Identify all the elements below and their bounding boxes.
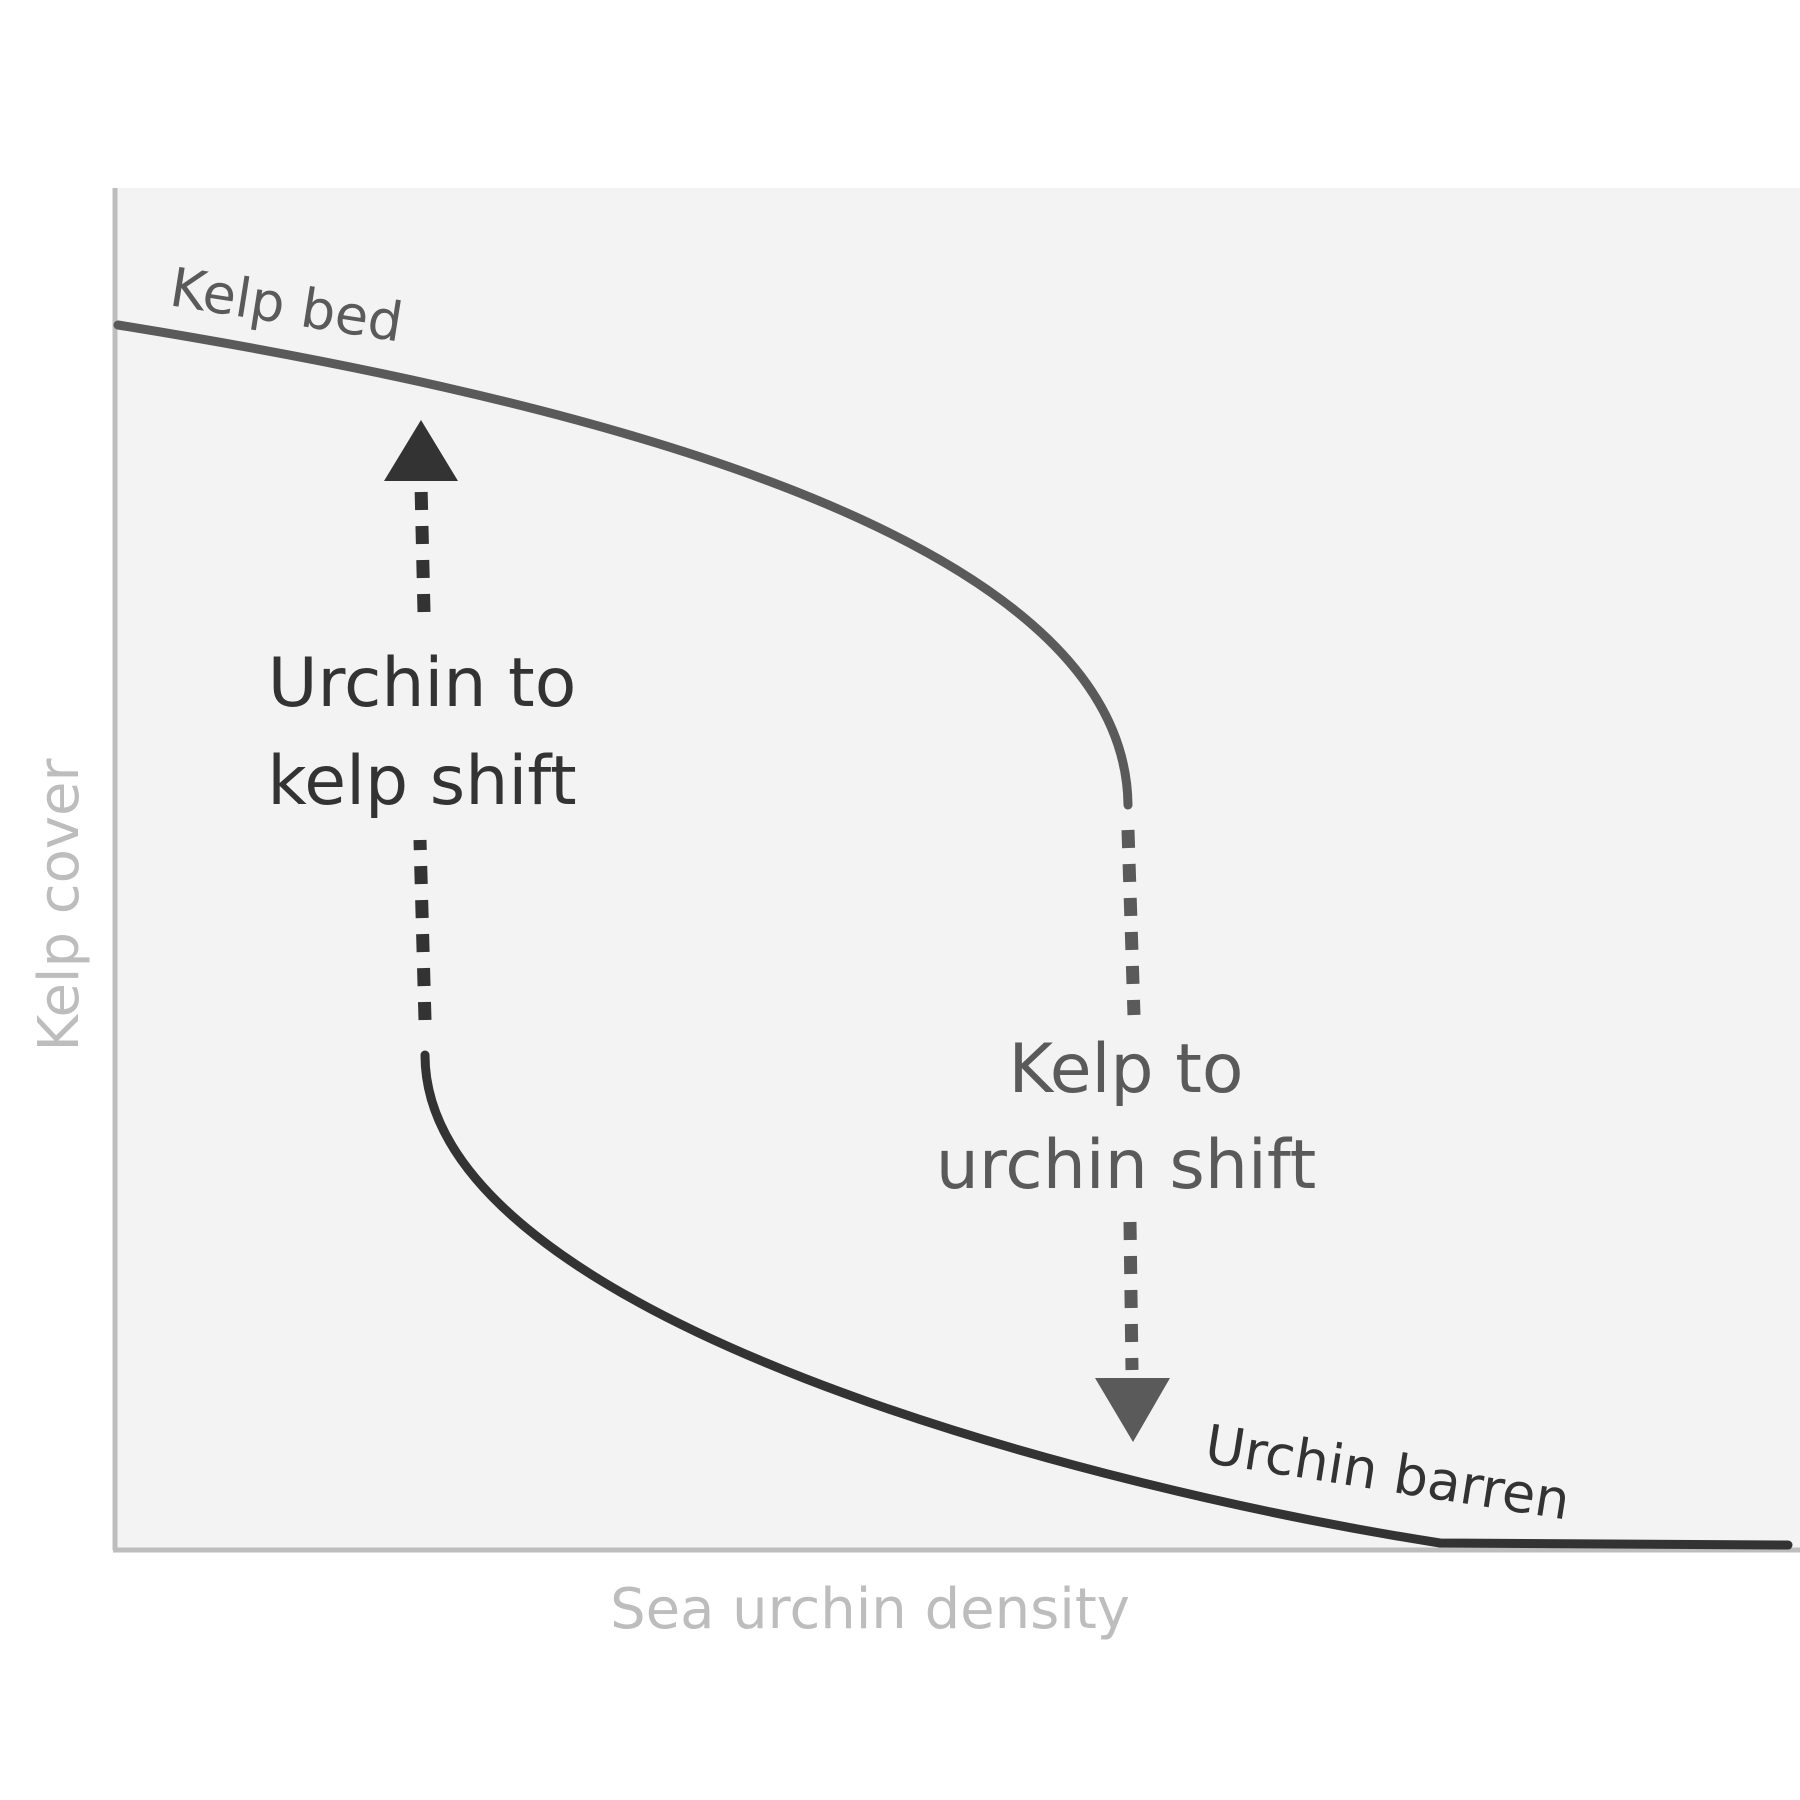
arrow-up-head <box>384 420 458 481</box>
y-axis-label: Kelp cover <box>27 758 92 1052</box>
arrow-down-head <box>1095 1378 1170 1442</box>
plot-area <box>115 188 1800 1550</box>
x-axis-label: Sea urchin density <box>610 1577 1130 1642</box>
urchin-to-kelp-label-line2: kelp shift <box>267 742 576 821</box>
kelp-to-urchin-arrow-shaft-lower <box>1123 1221 1139 1371</box>
kelp-bed-curve <box>113 320 1133 810</box>
urchin-to-kelp-label-line1: Urchin to <box>268 644 577 723</box>
urchin-barren-curve <box>420 1050 1793 1550</box>
urchin-to-kelp-arrow-shaft-upper <box>414 484 431 613</box>
kelp-to-urchin-label-line1: Kelp to <box>1009 1030 1244 1109</box>
kelp-to-urchin-label-line2: urchin shift <box>936 1126 1316 1205</box>
urchin-to-kelp-arrow-shaft-lower <box>413 839 432 1021</box>
